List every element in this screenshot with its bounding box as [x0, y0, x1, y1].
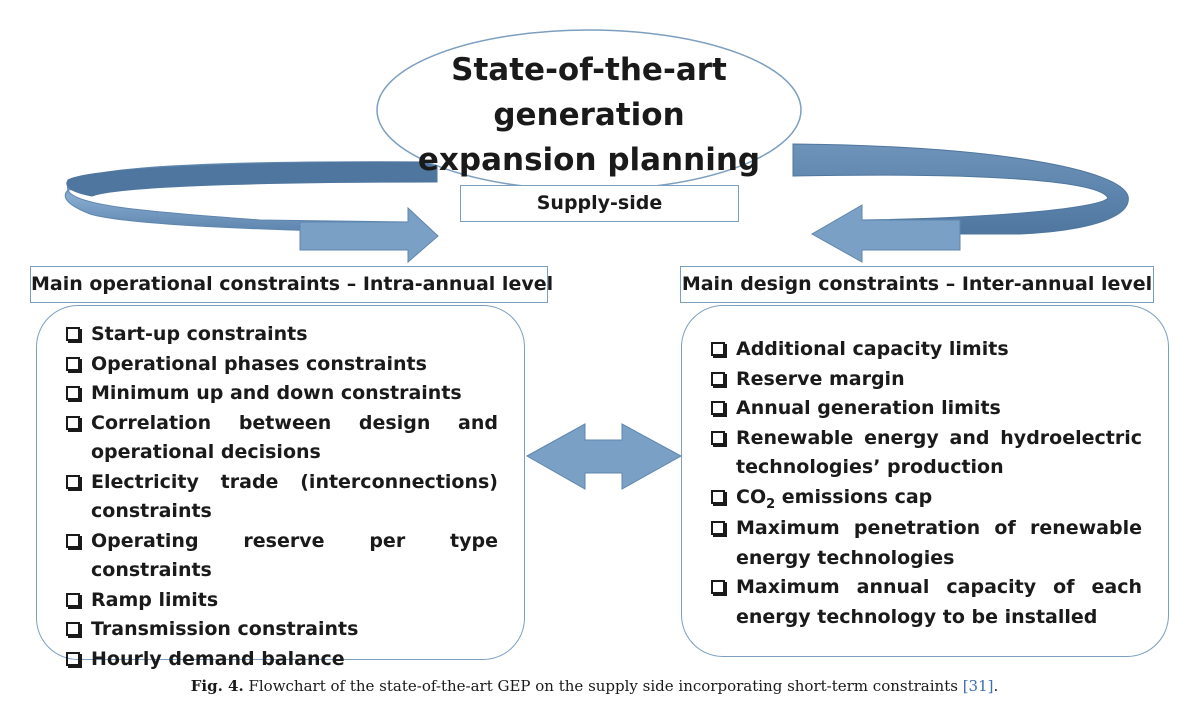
caption-label: Fig. 4.: [190, 677, 244, 695]
list-item-label: Additional capacity limits: [736, 338, 1009, 360]
checkbox-icon: [66, 622, 80, 636]
list-item-label: Reserve margin: [736, 367, 905, 390]
left-arrowhead: [299, 206, 439, 264]
title-line: expansion planning: [417, 142, 761, 178]
list-item: Start-up constraints: [66, 320, 498, 350]
design-constraints-list: Additional capacity limits Reserve margi…: [711, 335, 1142, 632]
checkbox-icon: [711, 401, 725, 415]
list-item: Maximum annual capacity of each energy t…: [711, 573, 1142, 632]
list-item-label: Electricity trade (interconnections) con…: [91, 470, 498, 523]
co2-prefix: CO: [736, 485, 767, 508]
list-item-label: Operational phases constraints: [91, 352, 427, 375]
list-item: Operating reserve per type constraints: [66, 527, 498, 586]
supply-side-label: Supply-side: [460, 185, 739, 222]
list-item-label: CO2 emissions cap: [736, 485, 933, 512]
list-item: Reserve margin: [711, 365, 1142, 395]
list-item: CO2 emissions cap: [711, 483, 1142, 515]
list-item: Renewable energy and hydroelectric techn…: [711, 424, 1142, 483]
checkbox-icon: [66, 386, 80, 400]
list-item: Hourly demand balance: [66, 645, 498, 675]
checkbox-icon: [66, 533, 80, 548]
list-item: Maximum penetration of renewable energy …: [711, 514, 1142, 573]
checkbox-icon: [66, 356, 80, 371]
right-arrowhead: [810, 204, 961, 263]
title-line: generation: [493, 97, 685, 133]
left-curved-band-top: [66, 161, 438, 197]
checkbox-icon: [66, 415, 80, 430]
checkbox-icon: [66, 327, 80, 341]
list-item-label: Hourly demand balance: [91, 647, 345, 670]
list-item: Transmission constraints: [66, 615, 498, 645]
list-item-label: Maximum penetration of renewable energy …: [736, 517, 1142, 569]
checkbox-icon: [66, 651, 80, 666]
co2-suffix: emissions cap: [775, 485, 933, 508]
list-item-label: Maximum annual capacity of each energy t…: [736, 576, 1142, 628]
design-constraints-panel: [681, 305, 1169, 657]
list-item-label: Correlation between design and operation…: [91, 411, 498, 464]
caption-text: Flowchart of the state-of-the-art GEP on…: [243, 677, 963, 695]
operational-constraints-panel: [36, 305, 525, 660]
list-item: Electricity trade (interconnections) con…: [66, 468, 498, 527]
diagram-title: State-of-the-art generation expansion pl…: [380, 48, 798, 183]
list-item: Ramp limits: [66, 586, 498, 616]
list-item: Correlation between design and operation…: [66, 409, 498, 468]
list-item: Annual generation limits: [711, 394, 1142, 424]
figure-caption: Fig. 4. Flowchart of the state-of-the-ar…: [0, 677, 1189, 695]
operational-constraints-header: Main operational constraints – Intra-ann…: [30, 266, 553, 303]
checkbox-icon: [711, 430, 725, 445]
list-item-label: Operating reserve per type constraints: [91, 529, 498, 582]
checkbox-icon: [66, 592, 80, 607]
reference-link[interactable]: [31]: [962, 677, 994, 695]
list-item-label: Start-up constraints: [91, 323, 308, 345]
checkbox-icon: [711, 521, 725, 535]
list-item-label: Transmission constraints: [91, 618, 359, 640]
caption-end: .: [993, 677, 999, 695]
list-item: Operational phases constraints: [66, 350, 498, 380]
design-constraints-header: Main design constraints – Inter-annual l…: [680, 266, 1154, 303]
checkbox-icon: [711, 342, 725, 356]
checkbox-icon: [711, 371, 725, 386]
list-item-label: Minimum up and down constraints: [91, 382, 462, 404]
list-item: Additional capacity limits: [711, 335, 1142, 365]
checkbox-icon: [66, 474, 80, 489]
list-item-label: Annual generation limits: [736, 397, 1001, 419]
operational-constraints-list: Start-up constraints Operational phases …: [66, 320, 498, 674]
co2-subscript: 2: [766, 496, 776, 512]
list-item-label: Renewable energy and hydroelectric techn…: [736, 426, 1142, 479]
checkbox-icon: [711, 580, 725, 594]
list-item: Minimum up and down constraints: [66, 379, 498, 409]
title-line: State-of-the-art: [451, 52, 727, 88]
list-item-label: Ramp limits: [91, 588, 219, 611]
double-headed-arrow: [525, 423, 683, 490]
checkbox-icon: [711, 489, 725, 504]
